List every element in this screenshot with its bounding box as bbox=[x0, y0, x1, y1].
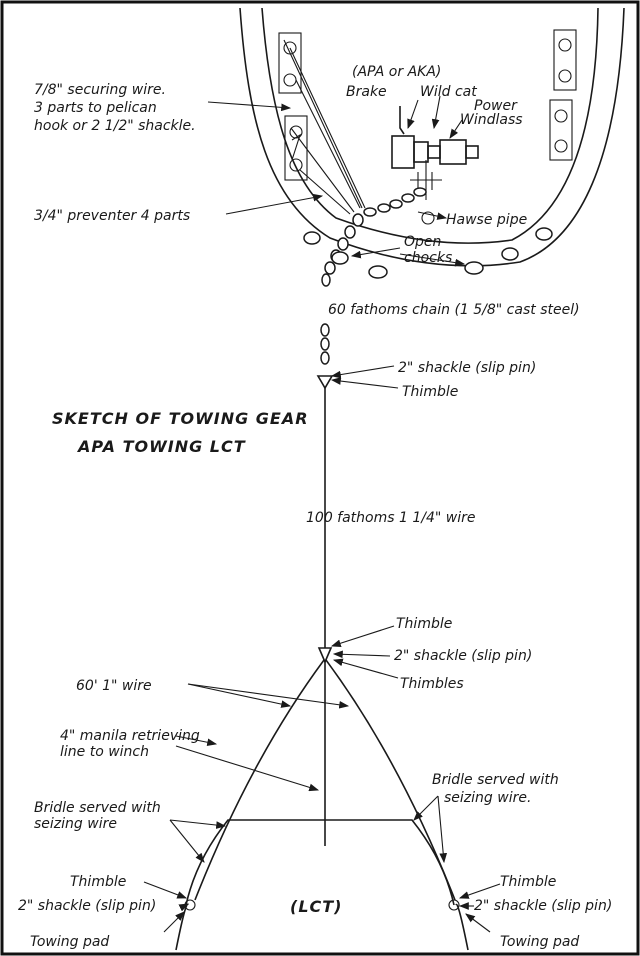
tow-chain bbox=[316, 323, 334, 390]
towing-pad-right-label: Towing pad bbox=[500, 934, 579, 950]
ship-type-label: (APA or AKA) bbox=[352, 64, 441, 80]
bridle-left-label-1: Bridle served with bbox=[34, 800, 161, 816]
manila-label-2: line to winch bbox=[60, 744, 149, 760]
bridle-left-label-2: seizing wire bbox=[34, 816, 117, 832]
mid-thimble bbox=[317, 647, 333, 665]
shackle-mid-label: 2" shackle (slip pin) bbox=[394, 648, 532, 664]
thimble-top-label: Thimble bbox=[402, 384, 458, 400]
bridle-right-label-1: Bridle served with bbox=[432, 772, 559, 788]
chain-label: 60 fathoms chain (1 5/8" cast steel) bbox=[328, 302, 580, 318]
title-line-1: SKETCH OF TOWING GEAR bbox=[52, 409, 309, 428]
shackle-top-label: 2" shackle (slip pin) bbox=[398, 360, 536, 376]
title-line-2: APA TOWING LCT bbox=[76, 437, 246, 456]
ship-bow bbox=[239, 7, 625, 287]
thimble-right-label: Thimble bbox=[500, 874, 556, 890]
securing-wire-label-1: 7/8" securing wire. bbox=[34, 82, 166, 98]
lct-label: (LCT) bbox=[290, 897, 342, 916]
wire-100-label: 100 fathoms 1 1/4" wire bbox=[306, 510, 475, 526]
preventer-label: 3/4" preventer 4 parts bbox=[34, 208, 190, 224]
bridle-right-label-2: seizing wire. bbox=[444, 790, 531, 806]
brake-label: Brake bbox=[346, 84, 387, 100]
power-label: Power bbox=[474, 98, 518, 114]
open-chocks-label-1: Open bbox=[404, 234, 441, 250]
manila-label-1: 4" manila retrieving bbox=[60, 728, 200, 744]
securing-wire-label-2: 3 parts to pelican bbox=[34, 100, 157, 116]
shackle-right-label: 2" shackle (slip pin) bbox=[474, 898, 612, 914]
open-chocks-label-2: chocks bbox=[404, 250, 452, 266]
thimble-mid-label: Thimble bbox=[396, 616, 452, 632]
leader-arrows bbox=[143, 95, 501, 933]
wildcat-label: Wild cat bbox=[420, 84, 477, 100]
hawse-pipe-label: Hawse pipe bbox=[446, 212, 527, 228]
securing-wire-label-3: hook or 2 1/2" shackle. bbox=[34, 118, 196, 134]
wire-60-label: 60' 1" wire bbox=[76, 678, 152, 694]
towing-pad-left-label: Towing pad bbox=[30, 934, 109, 950]
thimbles-mid-label: Thimbles bbox=[400, 676, 464, 692]
thimble-left-label: Thimble bbox=[70, 874, 126, 890]
windlass-label: Windlass bbox=[460, 112, 523, 128]
shackle-left-label: 2" shackle (slip pin) bbox=[18, 898, 156, 914]
